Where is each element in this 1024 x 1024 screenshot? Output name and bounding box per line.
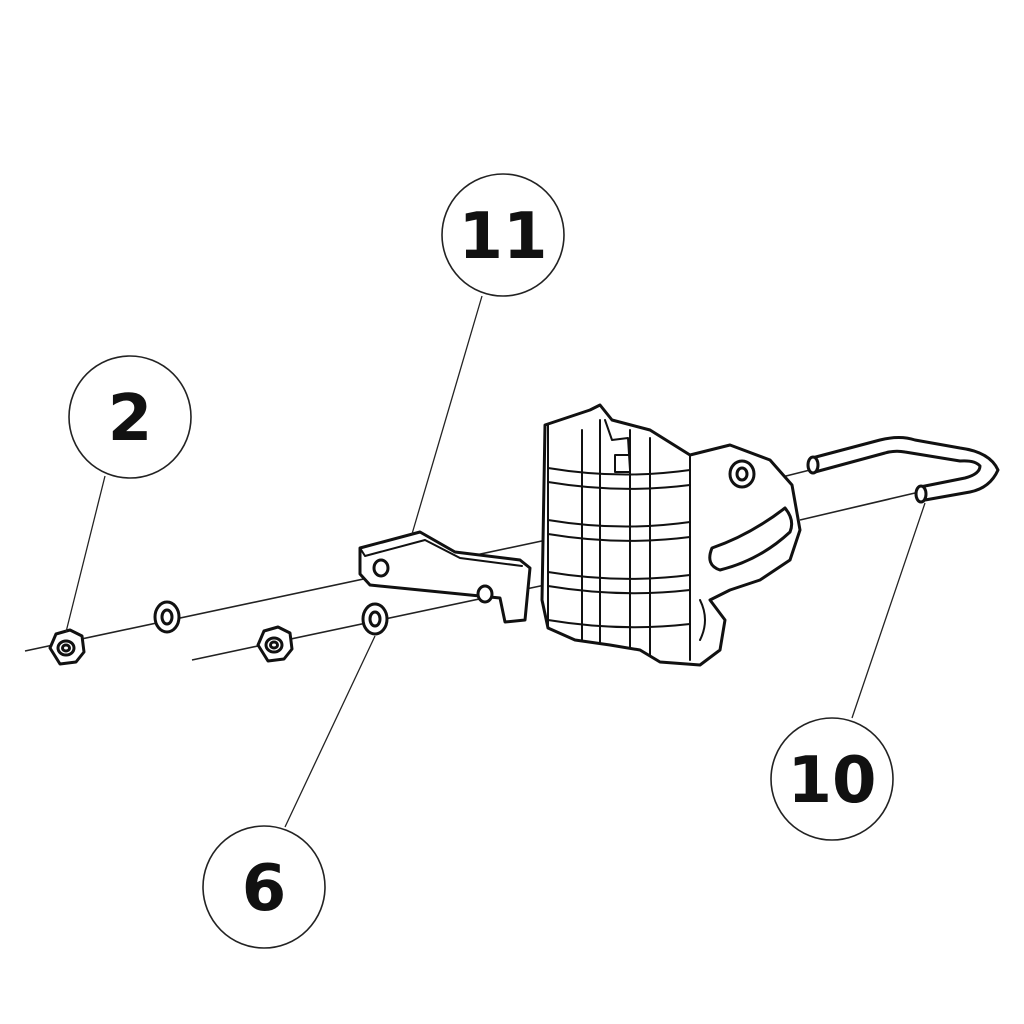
leader-line-6 xyxy=(284,635,376,828)
clamp-body xyxy=(540,403,802,667)
callout-11: 11 xyxy=(441,173,565,297)
axis-line-rod-lower xyxy=(799,492,916,521)
leader-line-10 xyxy=(851,502,926,719)
callout-6: 6 xyxy=(202,825,326,949)
callout-10: 10 xyxy=(770,717,894,841)
bent-rod xyxy=(806,436,1000,504)
callout-11-label: 11 xyxy=(458,200,547,274)
leader-line-2 xyxy=(65,475,106,633)
hex-nut-left xyxy=(48,628,86,666)
mounting-plate xyxy=(358,530,532,624)
callout-2-label: 2 xyxy=(108,382,153,456)
callout-2: 2 xyxy=(68,355,192,479)
hex-nut-right xyxy=(256,625,294,663)
callout-6-label: 6 xyxy=(242,852,287,926)
washer-right xyxy=(361,602,389,636)
washer-left xyxy=(153,600,181,634)
leader-lines xyxy=(65,295,926,828)
callout-10-label: 10 xyxy=(787,744,876,818)
leader-line-11 xyxy=(411,295,483,535)
